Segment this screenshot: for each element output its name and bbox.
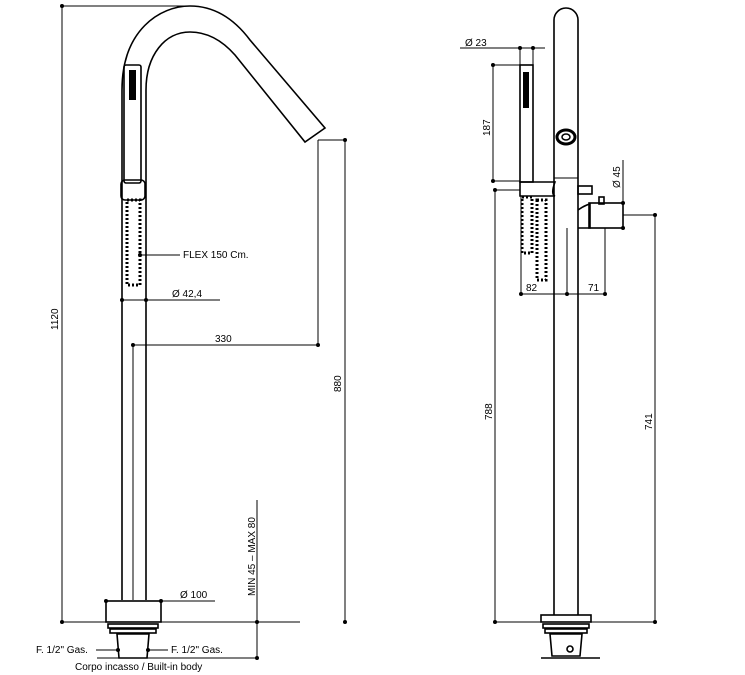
shower-length-label: 187 [482, 119, 493, 136]
offset-right-label: 71 [588, 283, 600, 294]
mixer-body [588, 202, 624, 229]
holder-height-label: 788 [484, 403, 495, 420]
hand-shower [123, 64, 142, 184]
gas-left-label: F. 1/2" Gas. [36, 645, 88, 656]
base-diameter-label: Ø 100 [180, 590, 208, 601]
body-label: Corpo incasso / Built-in body [75, 662, 202, 673]
offset-left-label: 82 [526, 283, 538, 294]
mixer-height-label: 741 [644, 413, 655, 430]
spout-height-label: 880 [333, 375, 344, 392]
mixer-diameter-label: Ø 45 [612, 166, 623, 188]
flex-hose [125, 198, 142, 287]
install-depth-label: MIN 45 – MAX 80 [247, 517, 258, 596]
shower-diameter-label: Ø 23 [465, 38, 487, 49]
pipe-diameter-label: Ø 42,4 [172, 289, 202, 300]
side-view: Ø 23 187 Ø 45 82 71 788 741 [460, 7, 657, 659]
diverter-button [555, 128, 577, 146]
spout-reach-label: 330 [215, 334, 232, 345]
spout-pipe [121, 5, 327, 600]
column [553, 7, 579, 615]
base-plate [105, 600, 162, 623]
front-view: 1120 FLEX 150 Cm. Ø 42,4 330 880 Ø 100 [36, 4, 347, 673]
gas-right-label: F. 1/2" Gas. [171, 645, 223, 656]
flex-label: FLEX 150 Cm. [183, 250, 249, 261]
height-total-label: 1120 [50, 308, 61, 330]
